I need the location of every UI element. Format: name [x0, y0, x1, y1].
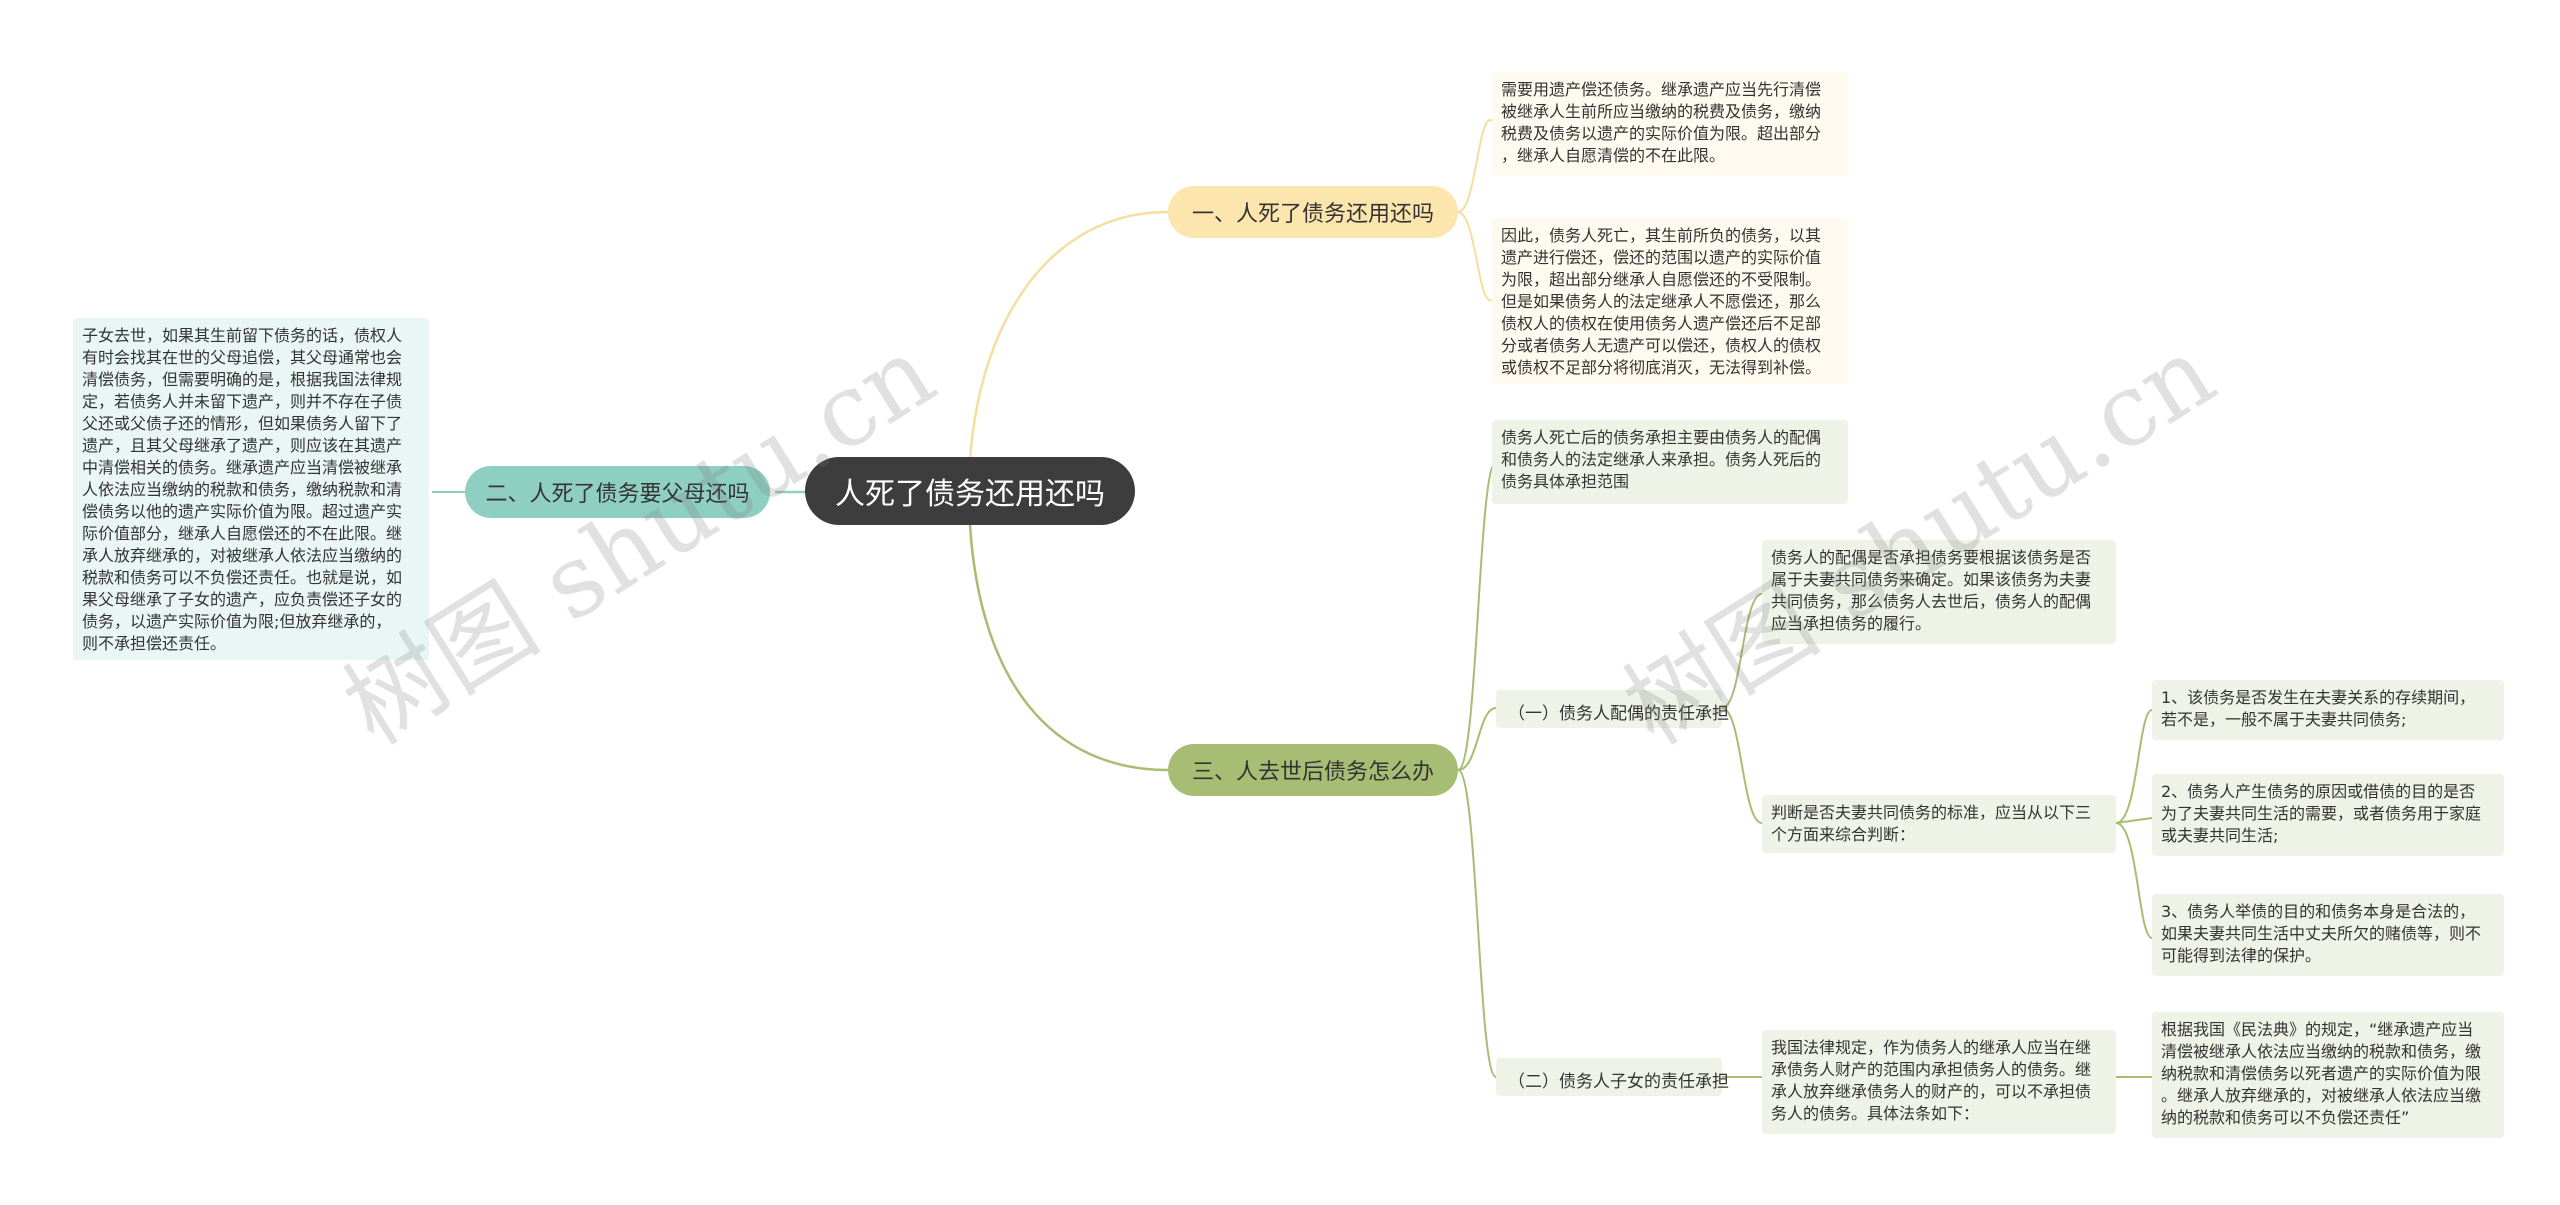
branch-3-intro: 债务人死亡后的债务承担主要由债务人的配偶 和债务人的法定继承人来承担。债务人死后…: [1492, 420, 1848, 504]
link-b3-intro: [1457, 461, 1497, 771]
link-b3-sub2: [1457, 769, 1497, 1078]
branch-3-sub-2[interactable]: （二）债务人子女的责任承担: [1496, 1058, 1729, 1096]
link-sub1-a: [1721, 593, 1763, 709]
sub-1-leaf-a: 债务人的配偶是否承担债务要根据该债务是否 属于夫妻共同债务来确定。如果该债务为夫…: [1762, 540, 2116, 644]
branch-2-node[interactable]: 二、人死了债务要父母还吗: [465, 466, 770, 518]
sub-2-leaf-a: 我国法律规定，作为债务人的继承人应当在继 承债务人财产的范围内承担债务人的债务。…: [1762, 1030, 2116, 1134]
link-b1-leaf1: [1457, 119, 1492, 213]
branch-1-leaf-1: 需要用遗产偿还债务。继承遗产应当先行清偿 被继承人生前所应当缴纳的税费及债务，缴…: [1492, 72, 1848, 176]
link-b-c1: [2115, 709, 2153, 824]
sub-1-criterion-2: 2、债务人产生债务的原因或借债的目的是否 为了夫妻共同生活的需要，或者债务用于家…: [2152, 774, 2504, 856]
link-sub1-b: [1721, 707, 1763, 824]
branch-3-node[interactable]: 三、人去世后债务怎么办: [1168, 744, 1458, 796]
branch-2-leaf-1: 子女去世，如果其生前留下债务的话，债权人 有时会找其在世的父母追偿，其父母通常也…: [73, 318, 429, 660]
sub-1-leaf-b: 判断是否夫妻共同债务的标准，应当从以下三 个方面来综合判断：: [1762, 795, 2116, 853]
sub-2-leaf-b: 根据我国《民法典》的规定，“继承遗产应当 清偿被继承人依法应当缴纳的税款和债务，…: [2152, 1012, 2504, 1138]
center-node[interactable]: 人死了债务还用还吗: [805, 457, 1135, 525]
link-b3-sub1: [1457, 707, 1497, 771]
sub-1-criterion-1: 1、该债务是否发生在夫妻关系的存续期间， 若不是，一般不属于夫妻共同债务;: [2152, 680, 2504, 740]
link-b1-leaf2: [1457, 211, 1492, 301]
link-center-b3: [968, 524, 1169, 772]
link-b-c3: [2115, 822, 2153, 939]
branch-1-leaf-2: 因此，债务人死亡，其生前所负的债务，以其 遗产进行偿还，偿还的范围以遗产的实际价…: [1492, 218, 1848, 384]
sub-1-criterion-3: 3、债务人举债的目的和债务本身是合法的， 如果夫妻共同生活中丈夫所欠的赌债等，则…: [2152, 894, 2504, 976]
branch-1-node[interactable]: 一、人死了债务还用还吗: [1168, 186, 1458, 238]
branch-3-sub-1[interactable]: （一）债务人配偶的责任承担: [1496, 690, 1729, 728]
link-center-b1: [968, 210, 1169, 461]
link-b-c2: [2115, 817, 2153, 824]
